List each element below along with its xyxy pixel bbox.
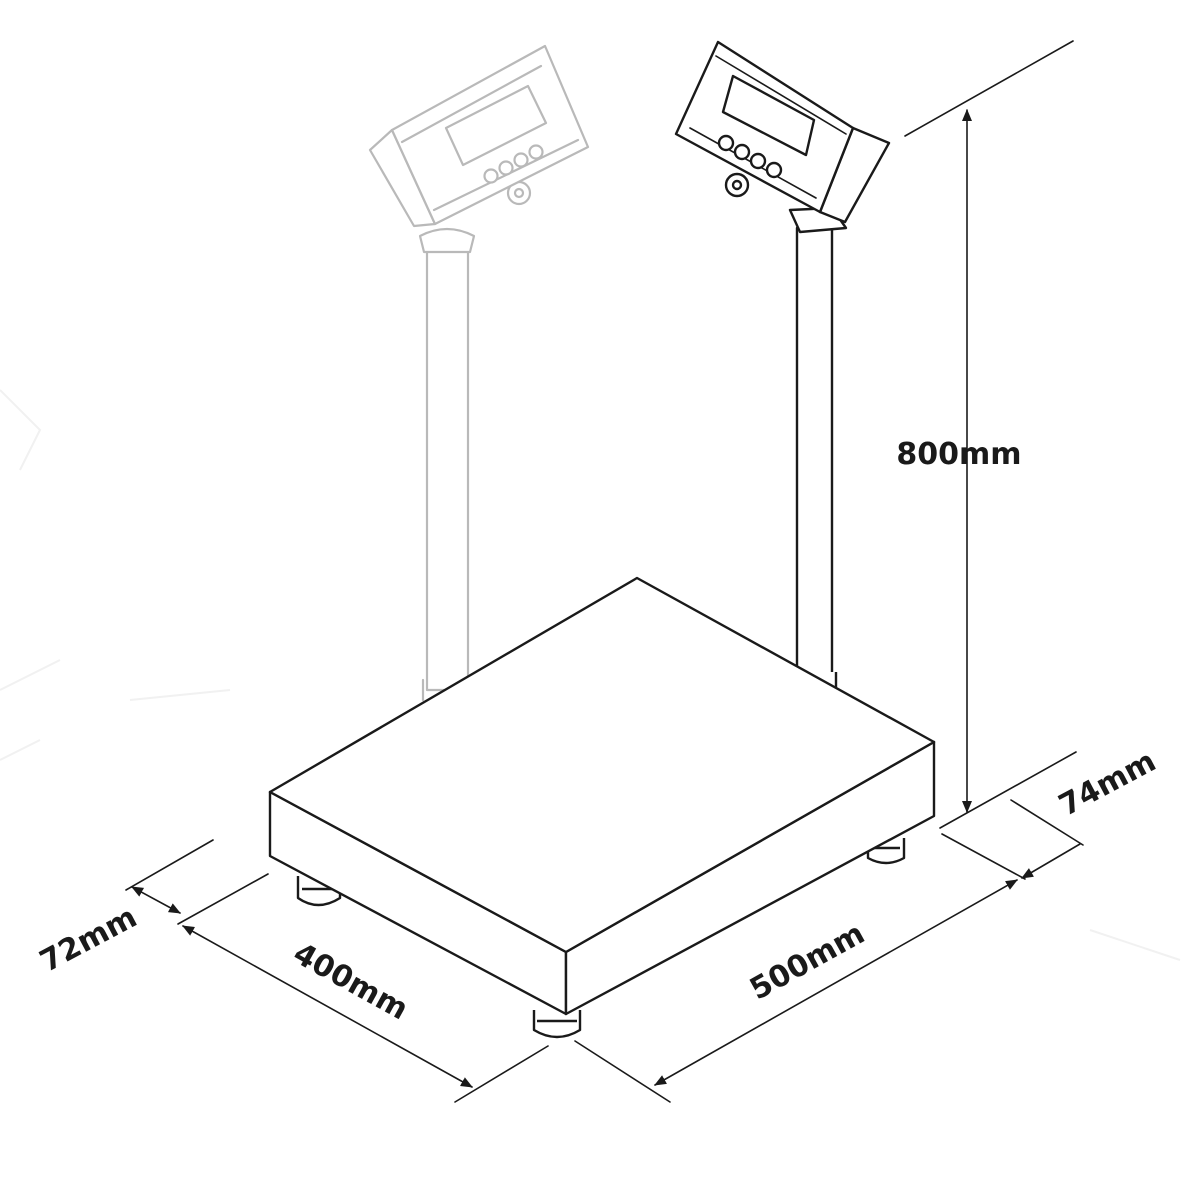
keypad-button — [733, 143, 751, 161]
pole — [795, 226, 834, 684]
extension-line-depth-bottom — [574, 1040, 671, 1103]
keypad-button — [765, 161, 783, 179]
depth-label: 500mm — [744, 916, 870, 1007]
platform-top-face — [268, 576, 936, 954]
ghost-button — [483, 168, 499, 184]
keypad-button — [717, 134, 735, 152]
ghost-screen — [444, 84, 548, 167]
extension-line-top — [904, 40, 1074, 137]
display-unit — [674, 40, 891, 690]
width-label: 400mm — [287, 936, 413, 1027]
scale-platform — [268, 576, 936, 1039]
foot-dimension-line — [131, 886, 181, 914]
extension-line-width-bottom — [454, 1045, 549, 1103]
ghost-button — [513, 152, 529, 168]
thickness-dimension-line — [1021, 843, 1081, 879]
background-watermark — [0, 389, 1181, 961]
ghost-pole — [425, 234, 470, 692]
extension-line-bottom — [939, 751, 1077, 829]
keypad-button — [749, 152, 767, 170]
ghost-display-unit — [368, 44, 590, 702]
foot-height-label: 72mm — [34, 900, 143, 980]
dimension-lines — [125, 40, 1084, 1103]
width-dimension-line — [182, 925, 473, 1088]
extension-line-width-top — [177, 873, 269, 925]
extension-line-foot — [125, 839, 214, 891]
foot-front — [532, 1010, 582, 1039]
ghost-button — [528, 144, 544, 160]
extension-line-thickness — [1010, 799, 1084, 846]
extension-line-depth-top — [941, 833, 1026, 880]
ghost-button — [498, 160, 514, 176]
display-screen — [721, 74, 816, 157]
depth-dimension-line — [654, 879, 1018, 1086]
height-label: 800mm — [896, 437, 1021, 472]
